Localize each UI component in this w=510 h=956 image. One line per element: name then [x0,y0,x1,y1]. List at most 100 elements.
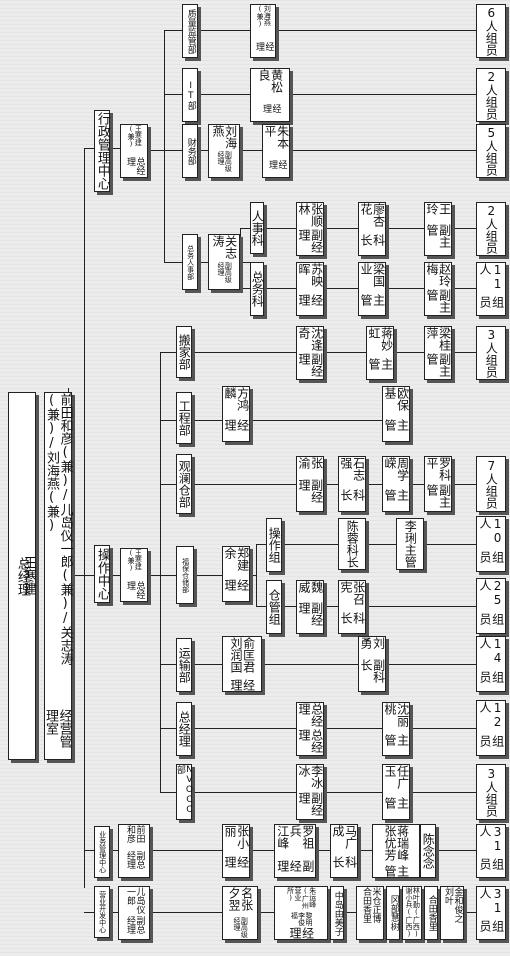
moving-sup-box: 蒋妙虹 主管 [366,326,394,380]
obs-dm-name: 张渝 [297,457,324,469]
quality-head-title: 经理 [254,41,274,51]
dept-moving: 搬家部 [176,326,192,378]
branch-line [240,228,241,288]
hr-sup-box: 王玲 副主管 [424,202,452,256]
biz-m-title: 经理 [223,856,250,869]
dept-finance: 财务部 [182,124,198,178]
group-op-name: 操作组 [267,527,282,563]
connector [192,792,476,793]
count-value: 14人 [478,637,505,665]
ga-m-name: 苏映晖 [297,263,324,287]
finance-head-box: 朱本平 经理 [262,124,290,178]
count-sales: 31人组员 [476,886,506,940]
count-value: 7人 [484,459,499,485]
connector [164,150,182,151]
count-wh: 25人组员 [476,578,506,634]
biz-extra-name: 陈念念 [421,833,436,869]
eng-sup-box: 欧保基 主管 [382,386,410,442]
center-admin-label: 行政管理中心 [94,112,110,190]
connector [192,728,476,729]
connector [192,664,476,665]
sales-d-names: 林叶勤(广西) 谢小兵(广西) [405,887,421,938]
transport-dchief-title: 副科长 [359,658,386,683]
connector [84,850,94,851]
ops-gm-name: 王寒建(兼) [127,549,143,572]
biz-m-name: 张小丽 [223,825,250,849]
hr-dm-title: 副经理 [297,229,324,253]
count-label: 组员 [478,550,505,563]
count-quality: 6人组员 [476,4,506,58]
connector [240,262,250,263]
it-head-title: 经理 [261,103,281,113]
biz-m-box: 张小丽 经理 [222,824,250,878]
obs-dm-box: 张渝 副经理 [296,456,324,512]
dept-gmo-name: 总经理 [177,711,192,747]
connector [160,792,176,793]
quality-head-box: 刘海燕(兼) 经理 [250,4,276,58]
nvocc-sup-box: 任广玉 主管 [382,764,410,820]
count-label: 组员 [484,152,499,176]
finance-head-title: 经理 [267,159,287,169]
ga-m-box: 苏映晖 经理 [296,262,324,316]
sales-c-box: 冈部慧树 [386,886,400,940]
obs-dsup-box: 罗科平 副主管 [424,456,452,512]
group-wh-name: 仓管组 [267,589,282,625]
connector [290,94,476,95]
connector [194,575,222,576]
count-op: 10人组员 [476,516,506,572]
biz-vgm-title: 副总经理 [125,851,145,869]
ops-gm-box: 王寒建(兼) 总经理 [120,548,148,602]
ga-dsup-box: 赵玲梅 副主管 [424,262,452,316]
biz-sup-names: 蒋瑞峰 张优芳 [383,825,410,861]
connector [160,664,176,665]
moving-dm-title: 副经理 [297,353,324,377]
fubao-m-box: 郑建余 经理 [222,546,250,602]
dept-transport-name: 运输部 [177,647,192,683]
connector [290,150,476,151]
eng-m-box: 方鸿麟 经理 [222,386,250,442]
op-sup-title: 主管 [403,544,418,568]
ga-sup-title: 主管 [359,294,386,307]
connector [192,484,476,485]
sales-vp-title: 副高级经理 [233,917,249,939]
op-chief-title: 科长 [345,544,360,568]
dept-obs-name: 观澜仓部 [177,460,192,508]
sales-e-box: 合田香里 [424,886,438,940]
center-admin: 行政管理中心 [94,110,110,192]
connector [84,912,94,913]
count-value: 2人 [484,70,499,96]
dept-nvocc: NVOCC部 [175,764,194,820]
connector [68,388,69,392]
count-it: 2人组员 [476,68,506,122]
connector [160,575,176,576]
sales-m-title: 经理 [288,927,315,939]
op-chief-name: 陈蓉 [345,520,360,544]
center-sales: 营业开发中心 [94,886,110,938]
admin-gm-name: 王寒建(兼) [127,125,143,148]
connector [192,420,382,421]
obs-chief-name: 石志强 [339,457,366,481]
count-gmo: 12人组员 [476,700,506,756]
ga-m-title: 经理 [297,294,324,307]
connector [198,94,250,95]
obs-chief-title: 科长 [339,489,366,502]
biz-vgm-name: 前田和彦 [125,825,145,843]
sales-vp-name: 名张夕翌 [227,887,254,911]
ga-hr-vp-title: 副高级经理 [217,262,233,284]
gmo-sup-name: 沈丽桃 [383,703,410,727]
wh-dm-title: 副经理 [297,601,324,626]
count-label: 组员 [478,670,505,683]
obs-chief-box: 石志强 科长 [338,456,366,512]
it-head-box: 黄松良 经理 [250,68,290,122]
hr-dm-name: 张顺林 [297,203,324,227]
gmo-sup-box: 沈丽桃 主管 [382,702,410,756]
connector [110,575,120,576]
gmo-dgm-box: 总经理 总经理 [296,702,324,756]
it-head-name: 黄松良 [257,69,284,93]
hr-sup-title: 副主管 [425,223,452,248]
connector [148,575,160,576]
hr-chief-box: 廖杏花 科长 [358,202,386,256]
obs-sup-title: 主管 [383,489,410,502]
connector [164,262,182,263]
count-ga: 11人组员 [476,262,506,316]
